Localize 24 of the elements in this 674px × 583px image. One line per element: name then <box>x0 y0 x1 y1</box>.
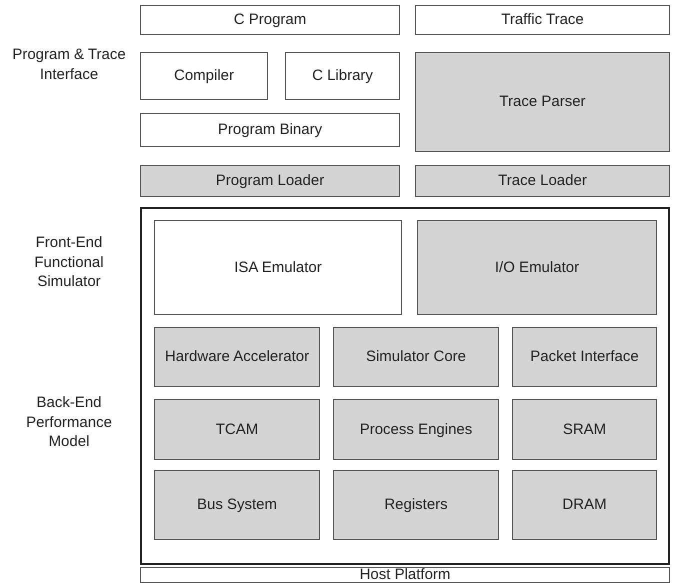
layer-box: Bus System <box>154 470 320 540</box>
layer-box: Trace Loader <box>415 165 670 197</box>
layer-box: Program Binary <box>140 113 400 147</box>
layer-box: Registers <box>333 470 499 540</box>
layer-box: Process Engines <box>333 399 499 460</box>
layer-label: Front-End Functional Simulator <box>33 233 105 292</box>
layer-box: I/O Emulator <box>417 220 657 315</box>
outer-frame <box>140 207 670 565</box>
layer-box: Hardware Accelerator <box>154 327 320 387</box>
layer-box: DRAM <box>512 470 657 540</box>
layer-box: Simulator Core <box>333 327 499 387</box>
layer-box: Host Platform <box>140 567 670 583</box>
layer-box: Program Loader <box>140 165 400 197</box>
layer-label: Back-End Performance Model <box>25 393 113 452</box>
layer-box: C Program <box>140 5 400 35</box>
layer-box: Compiler <box>140 52 268 100</box>
layer-box: Trace Parser <box>415 52 670 152</box>
layer-box: Traffic Trace <box>415 5 670 35</box>
layer-box: SRAM <box>512 399 657 460</box>
layer-box: TCAM <box>154 399 320 460</box>
layer-box: C Library <box>285 52 400 100</box>
layer-box: ISA Emulator <box>154 220 402 315</box>
layer-box: Packet Interface <box>512 327 657 387</box>
layer-label: Program & Trace Interface <box>11 45 127 84</box>
